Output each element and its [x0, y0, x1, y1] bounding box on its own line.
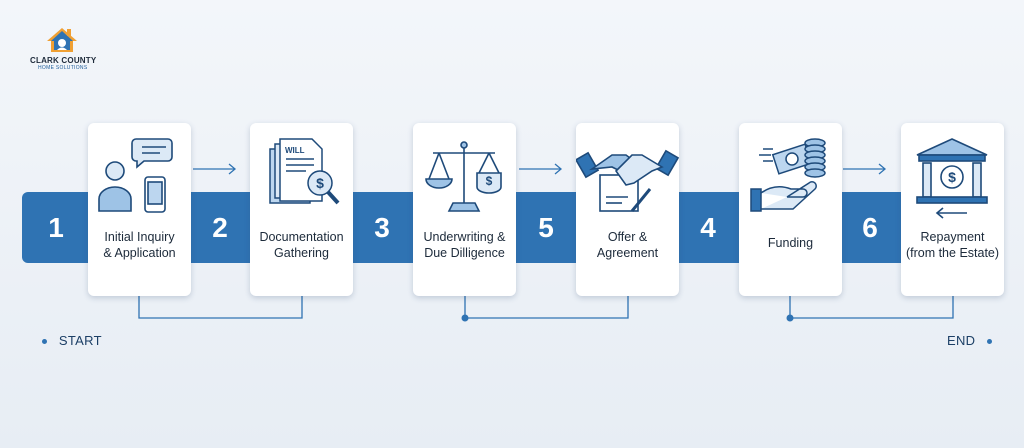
bracket-1-2 — [138, 296, 303, 319]
step-number-2: 2 — [212, 212, 228, 243]
step-card-3: $ Underwriting & Due Dilligence — [413, 123, 516, 296]
person-phone-chat-icon — [98, 138, 173, 213]
step-label-4: Funding — [767, 236, 814, 250]
brand-logo: CLARK COUNTY HOME SOLUTIONS — [30, 26, 120, 71]
start-dot-icon — [42, 339, 47, 345]
step-label-5: Offer & Agreement — [596, 230, 659, 260]
bank-dollar-icon: $ — [916, 138, 988, 219]
step-label-6: Repayment (from the Estate) — [905, 230, 1000, 260]
will-doc-text: WILL — [285, 146, 305, 155]
start-label: START — [58, 333, 102, 348]
step-number-4: 4 — [700, 212, 716, 243]
hand-money-coins-icon — [750, 138, 826, 212]
step-label-3: Underwriting & Due Dilligence — [423, 230, 506, 260]
end-dot-icon — [987, 339, 993, 345]
step-label-2: Documentation Gathering — [259, 230, 344, 260]
svg-text:$: $ — [316, 175, 324, 191]
bracket-4-6 — [789, 296, 954, 319]
brand-tagline: HOME SOLUTIONS — [38, 65, 88, 71]
step-card-6: $ Repayment (from the Estate) — [901, 123, 1004, 296]
step-number-3: 3 — [374, 212, 390, 243]
house-logo-icon — [47, 28, 77, 52]
balance-scale-icon: $ — [425, 141, 502, 212]
step-card-2: WILL $ Documentation Gathering — [250, 123, 353, 296]
svg-text:$: $ — [486, 174, 493, 188]
svg-text:$: $ — [948, 169, 956, 185]
end-marker: END — [947, 333, 993, 348]
step-number-6: 6 — [862, 212, 878, 243]
step-number-5: 5 — [538, 212, 554, 243]
step-label-1: Initial Inquiry & Application — [103, 230, 176, 260]
bracket-3-5 — [464, 296, 629, 319]
step-number-1: 1 — [48, 212, 64, 243]
brand-name: CLARK COUNTY — [30, 56, 97, 65]
end-label: END — [947, 333, 976, 348]
will-document-magnifier-icon: WILL $ — [269, 138, 340, 205]
start-marker: START — [42, 333, 102, 348]
step-card-4: Funding — [739, 123, 842, 296]
step-card-5: Offer & Agreement — [576, 123, 679, 296]
handshake-contract-icon — [576, 149, 679, 212]
step-card-1: Initial Inquiry & Application — [88, 123, 191, 296]
